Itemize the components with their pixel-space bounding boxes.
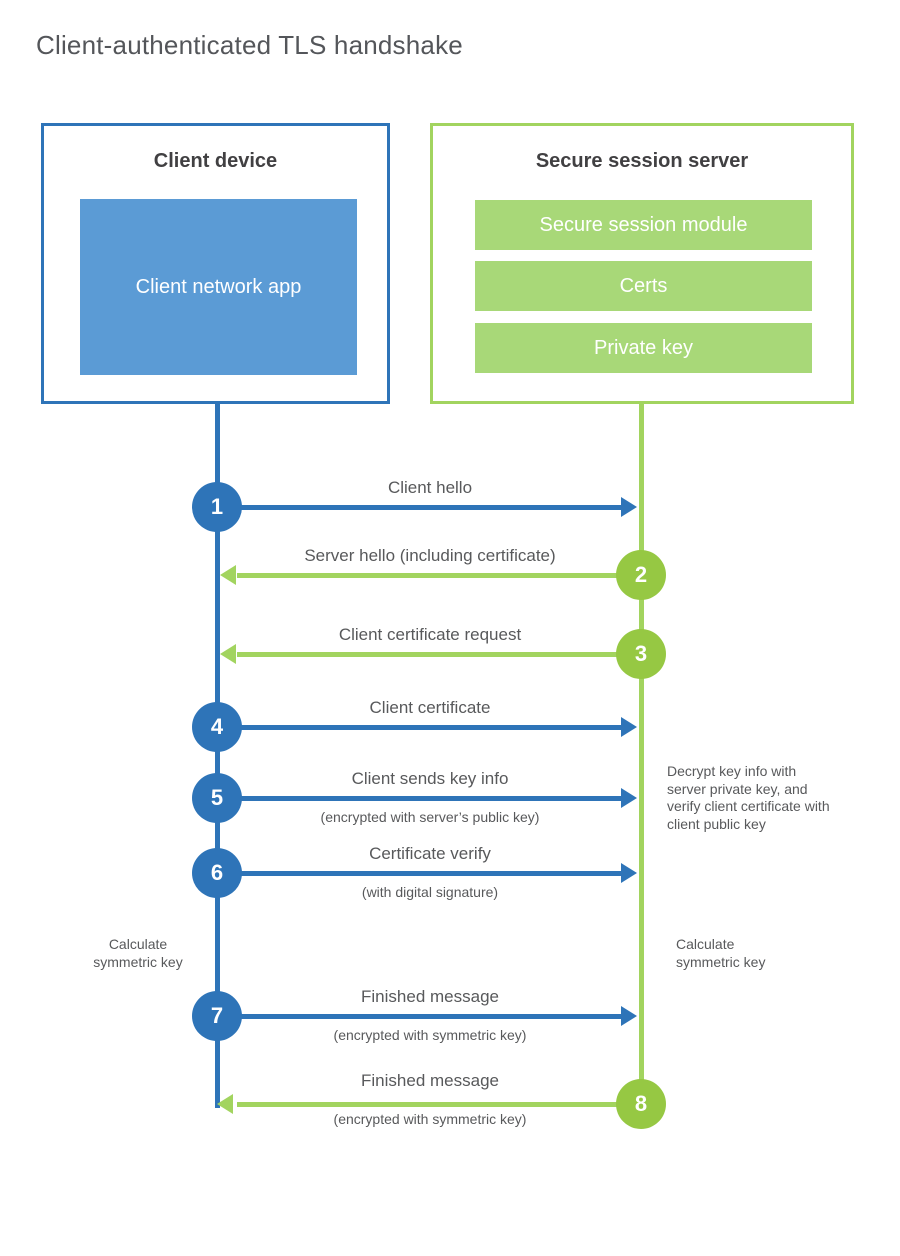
step-circle-3: 3: [616, 629, 666, 679]
message-sub-finished-client: (encrypted with symmetric key): [333, 1027, 527, 1043]
message-label-finished-server: Finished message: [361, 1071, 499, 1090]
message-label-certificate-verify: Certificate verify: [369, 844, 491, 863]
arrowhead-left-icon: [217, 1094, 233, 1114]
step-circle-7: 7: [192, 991, 242, 1041]
message-label-client-cert-request: Client certificate request: [338, 625, 522, 644]
client-device-title: Client device: [153, 150, 278, 172]
message-sub-finished-server: (encrypted with symmetric key): [333, 1111, 527, 1127]
arrowhead-left-icon: [220, 644, 236, 664]
note-calculate-symmetric-key-client: Calculate symmetric key: [93, 936, 183, 970]
step-circle-1: 1: [192, 482, 242, 532]
arrow-client-cert-request: [220, 644, 641, 664]
message-label-client-hello: Client hello: [387, 478, 473, 497]
arrowhead-right-icon: [621, 863, 637, 883]
message-label-client-key-info: Client sends key info: [351, 769, 509, 788]
message-sub-certificate-verify: (with digital signature): [361, 884, 499, 900]
server-module-certs: Certs: [475, 261, 812, 311]
arrow-client-hello: [217, 497, 637, 517]
message-label-finished-client: Finished message: [361, 987, 499, 1006]
note-calculate-symmetric-key-server: Calculate symmetric key: [676, 936, 766, 970]
arrow-server-hello: [220, 565, 641, 585]
message-label-client-certificate: Client certificate: [369, 698, 491, 717]
step-circle-8: 8: [616, 1079, 666, 1129]
server-module-secure-session: Secure session module: [475, 200, 812, 250]
step-circle-6: 6: [192, 848, 242, 898]
arrowhead-right-icon: [621, 497, 637, 517]
message-sub-client-key-info: (encrypted with server’s public key): [320, 809, 540, 825]
message-label-server-hello: Server hello (including certificate): [304, 546, 556, 565]
step-circle-4: 4: [192, 702, 242, 752]
arrow-certificate-verify: [217, 863, 637, 883]
secure-session-server-box: Secure session server Secure session mod…: [430, 123, 854, 404]
secure-session-server-title: Secure session server: [535, 150, 749, 172]
arrow-finished-client: [217, 1006, 637, 1026]
step-circle-2: 2: [616, 550, 666, 600]
arrowhead-right-icon: [621, 1006, 637, 1026]
arrowhead-left-icon: [220, 565, 236, 585]
server-lifeline: [639, 404, 644, 1104]
arrow-client-key-info: [217, 788, 637, 808]
arrowhead-right-icon: [621, 788, 637, 808]
server-module-private-key: Private key: [475, 323, 812, 373]
page-title: Client-authenticated TLS handshake: [36, 30, 463, 60]
arrow-finished-server: [217, 1094, 641, 1114]
client-device-box: Client device Client network app: [41, 123, 390, 404]
note-decrypt-key-info: Decrypt key info with server private key…: [667, 763, 830, 832]
arrowhead-right-icon: [621, 717, 637, 737]
step-circle-5: 5: [192, 773, 242, 823]
client-network-app-box: Client network app: [80, 199, 357, 375]
arrow-client-certificate: [217, 717, 637, 737]
client-lifeline: [215, 404, 220, 1108]
